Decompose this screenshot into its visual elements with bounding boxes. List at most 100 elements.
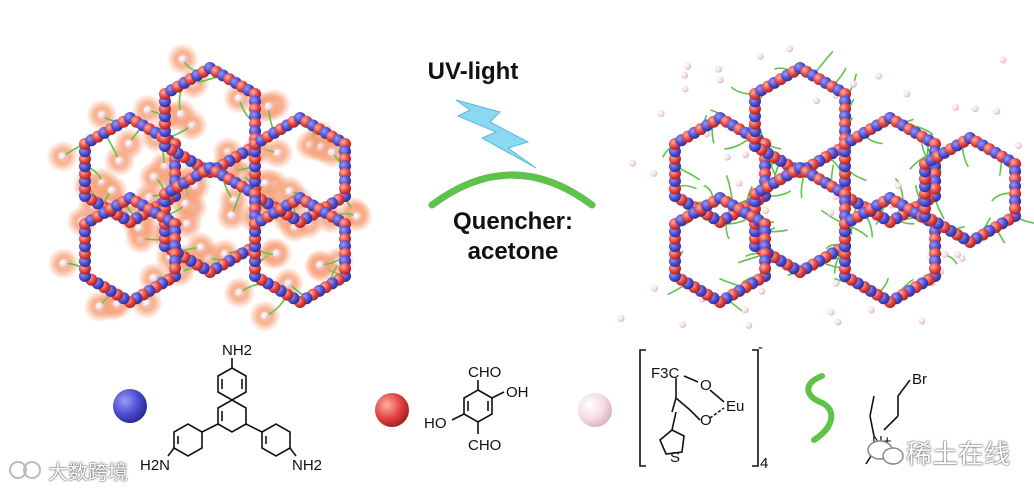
red-bead <box>169 262 182 275</box>
eu-dot <box>260 312 269 321</box>
legend-green-chain <box>805 373 835 443</box>
free-eu-dot <box>832 279 840 287</box>
free-eu-dot <box>650 284 658 292</box>
watermark-bottom-right: 稀土在线 <box>906 440 1011 470</box>
chem-cho-bottom: CHO <box>468 437 501 454</box>
eu-dot <box>150 173 159 182</box>
eu-dot <box>227 211 236 220</box>
free-eu-dot <box>723 153 731 161</box>
triamine-structure <box>167 358 297 457</box>
eu-dot <box>115 156 124 165</box>
eu-dot <box>59 259 68 268</box>
chem-eu: Eu <box>726 398 744 415</box>
free-eu-dot <box>617 315 625 323</box>
acetone-label: acetone <box>467 238 559 265</box>
eu-dot <box>316 260 325 269</box>
red-bead <box>929 262 942 275</box>
free-eu-dot <box>999 56 1007 64</box>
eu-dot <box>176 110 185 119</box>
eu-dot <box>58 152 67 161</box>
quencher-arc <box>428 171 596 209</box>
luminescent-framework <box>46 43 373 333</box>
wechat-icon <box>867 440 904 465</box>
legend-blue-bead <box>113 389 147 423</box>
eu-dot <box>125 139 134 148</box>
free-eu-dot <box>681 71 689 79</box>
eu-dot <box>273 149 282 158</box>
chem-br: Br <box>912 371 927 388</box>
legend-pink-bead <box>578 393 612 427</box>
free-eu-dot <box>867 306 875 314</box>
watermark-bottom-left: 大数跨境 <box>48 460 128 484</box>
free-eu-dot <box>952 103 960 111</box>
free-eu-dot <box>741 306 749 314</box>
free-eu-dot <box>1014 142 1022 150</box>
watermark-logo-icon <box>9 461 41 479</box>
free-eu-dot <box>958 254 966 262</box>
chem-nh2-top: NH2 <box>222 342 252 359</box>
quencher-label: Quencher: <box>452 208 574 235</box>
eu-dot <box>196 243 205 252</box>
chem-o-upper: O <box>700 377 712 394</box>
free-eu-dot <box>684 62 692 70</box>
eu-dot <box>181 199 190 208</box>
lightning-bolt-icon <box>455 99 537 169</box>
chem-ho-left: HO <box>424 415 447 432</box>
eu-dot <box>234 94 243 103</box>
free-eu-dot <box>745 321 753 329</box>
chem-o-lower: O <box>700 412 712 429</box>
free-eu-dot <box>894 182 902 190</box>
free-eu-dot <box>941 250 949 258</box>
free-eu-dot <box>650 169 658 177</box>
eu-dot <box>145 193 154 202</box>
uv-light-label: UV-light <box>427 58 519 85</box>
eu-dot <box>284 279 293 288</box>
free-eu-dot <box>741 151 749 159</box>
eu-dot <box>264 102 273 111</box>
free-eu-dot <box>735 179 743 187</box>
free-eu-dot <box>629 159 637 167</box>
free-eu-dot <box>714 65 722 73</box>
eu-dot <box>235 288 244 297</box>
free-eu-dot <box>716 76 724 84</box>
eu-dot <box>149 274 158 283</box>
free-eu-dot <box>812 97 820 105</box>
chem-h2n-left: H2N <box>140 457 170 474</box>
eu-dot <box>97 111 106 120</box>
eu-dot <box>178 55 187 64</box>
dialdehyde-structure <box>451 380 505 434</box>
free-eu-dot <box>953 251 961 259</box>
free-eu-dot <box>874 72 882 80</box>
free-eu-dot <box>918 317 926 325</box>
eu-dot <box>143 106 152 115</box>
free-eu-dot <box>850 80 858 88</box>
chem-cho-top: CHO <box>468 364 501 381</box>
chem-s: S <box>670 449 680 466</box>
free-eu-dot <box>785 45 793 53</box>
chem-oh-right: OH <box>506 384 529 401</box>
eu-complex-structure <box>639 349 759 467</box>
red-bead <box>1009 202 1022 215</box>
red-bead <box>929 182 942 195</box>
eu-dot <box>142 299 151 308</box>
free-eu-dot <box>903 90 911 98</box>
free-eu-dot <box>993 107 1001 115</box>
free-eu-dot <box>681 85 689 93</box>
chem-charge: - <box>758 339 763 356</box>
free-eu-dot <box>679 321 687 329</box>
quenched-framework <box>617 45 1034 329</box>
eu-dot <box>272 249 281 258</box>
chem-subscript-4: 4 <box>760 455 768 472</box>
legend-red-bead <box>375 393 409 427</box>
red-bead <box>759 262 772 275</box>
eu-dot <box>285 187 294 196</box>
free-eu-dot <box>758 287 766 295</box>
red-bead <box>339 182 352 195</box>
eu-dot <box>107 186 116 195</box>
eu-dot <box>327 148 336 157</box>
red-bead <box>339 262 352 275</box>
free-eu-dot <box>827 209 835 217</box>
chem-f3c: F3C <box>651 365 680 382</box>
